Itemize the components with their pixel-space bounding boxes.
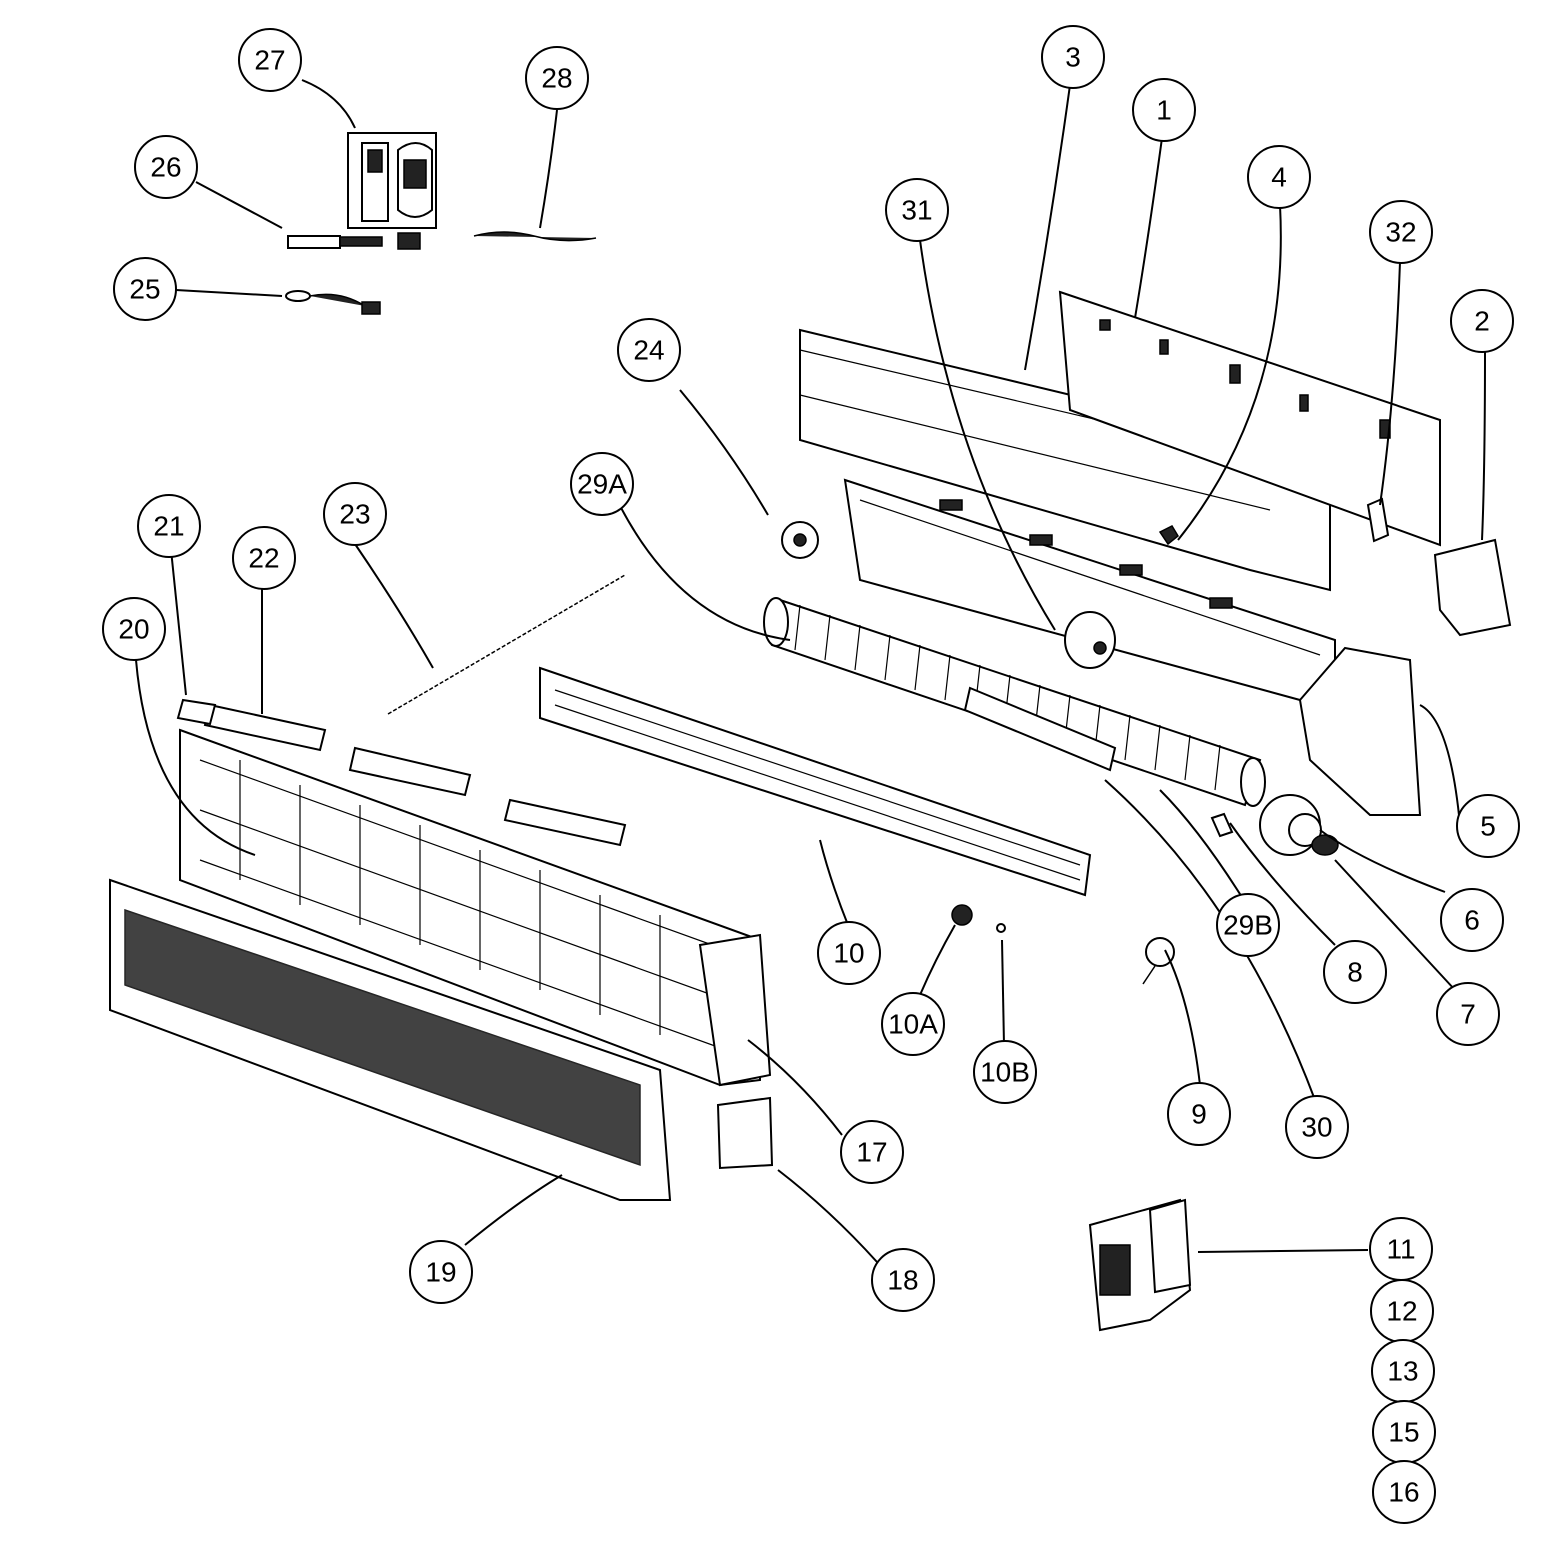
part-26-sensor <box>287 232 421 250</box>
callout-4: 4 <box>1247 145 1311 209</box>
callout-18: 18 <box>871 1248 935 1312</box>
callout-19: 19 <box>409 1240 473 1304</box>
callout-20: 20 <box>102 597 166 661</box>
part-31-center-bearing <box>1064 611 1116 669</box>
svg-text:13: 13 <box>1387 1356 1418 1387</box>
svg-text:31: 31 <box>901 195 932 226</box>
svg-text:32: 32 <box>1385 217 1416 248</box>
svg-text:18: 18 <box>887 1265 918 1296</box>
svg-text:30: 30 <box>1301 1112 1332 1143</box>
svg-text:7: 7 <box>1460 999 1476 1030</box>
callout-2: 2 <box>1450 289 1514 353</box>
svg-text:16: 16 <box>1388 1477 1419 1508</box>
callout-22: 22 <box>232 526 296 590</box>
part-21-filter-tab <box>176 698 217 726</box>
svg-text:26: 26 <box>150 152 181 183</box>
callout-13: 13 <box>1371 1339 1435 1403</box>
svg-text:23: 23 <box>339 499 370 530</box>
part-27-accessory-kit <box>347 132 437 229</box>
callout-8: 8 <box>1323 940 1387 1004</box>
part-11-control-box <box>1088 1198 1192 1332</box>
svg-text:29A: 29A <box>577 469 627 500</box>
svg-text:27: 27 <box>254 45 285 76</box>
part-9-sensor-cap <box>1142 937 1175 985</box>
callout-11: 11 <box>1369 1217 1433 1281</box>
leader-lines <box>135 79 1486 1263</box>
part-29-blower-wheel <box>763 597 1266 807</box>
callout-10b: 10B <box>973 1040 1037 1104</box>
svg-text:2: 2 <box>1474 306 1490 337</box>
callout-1: 1 <box>1132 78 1196 142</box>
part-23-spring-tube <box>387 574 626 715</box>
svg-text:1: 1 <box>1156 95 1172 126</box>
svg-text:10A: 10A <box>888 1009 938 1040</box>
svg-text:19: 19 <box>425 1257 456 1288</box>
part-25-thermistor <box>285 290 381 315</box>
svg-text:5: 5 <box>1480 811 1496 842</box>
callout-32: 32 <box>1369 200 1433 264</box>
callout-6: 6 <box>1440 888 1504 952</box>
part-19-front-panel <box>109 878 672 1201</box>
part-17-side-cover <box>698 933 772 1087</box>
part-20-front-frame <box>179 728 761 1087</box>
callout-10a: 10A <box>881 992 945 1056</box>
part-10b-washer <box>996 923 1006 933</box>
part-2-cover-plate <box>1433 538 1512 637</box>
callout-21: 21 <box>137 494 201 558</box>
callout-29b: 29B <box>1216 893 1280 957</box>
callout-12: 12 <box>1370 1279 1434 1343</box>
callout-27: 27 <box>238 28 302 92</box>
callout-16: 16 <box>1372 1460 1436 1524</box>
part-24-bearing-holder <box>781 521 819 559</box>
svg-text:28: 28 <box>541 63 572 94</box>
svg-text:3: 3 <box>1065 42 1081 73</box>
part-32-bracket <box>1366 497 1390 543</box>
part-10-louver-assembly <box>539 666 1092 897</box>
svg-text:10: 10 <box>833 938 864 969</box>
part-1-mounting-plate <box>1058 290 1441 547</box>
part-10a-knob <box>951 904 973 926</box>
svg-text:21: 21 <box>153 511 184 542</box>
callout-29a: 29A <box>570 452 634 516</box>
svg-text:25: 25 <box>129 274 160 305</box>
part-4-clip <box>1158 525 1179 546</box>
callout-31: 31 <box>885 178 949 242</box>
svg-text:6: 6 <box>1464 905 1480 936</box>
callout-10: 10 <box>817 921 881 985</box>
svg-text:8: 8 <box>1347 957 1363 988</box>
svg-text:10B: 10B <box>980 1057 1030 1088</box>
svg-text:4: 4 <box>1271 162 1287 193</box>
callout-9: 9 <box>1167 1082 1231 1146</box>
callout-15: 15 <box>1372 1400 1436 1464</box>
svg-text:29B: 29B <box>1223 910 1273 941</box>
part-28-cable <box>473 231 597 242</box>
part-22-filter <box>203 703 627 847</box>
part-7-motor-mount <box>1311 834 1339 856</box>
callout-30: 30 <box>1285 1095 1349 1159</box>
callout-3: 3 <box>1041 25 1105 89</box>
callout-24: 24 <box>617 318 681 382</box>
svg-text:9: 9 <box>1191 1099 1207 1130</box>
callout-28: 28 <box>525 46 589 110</box>
svg-text:22: 22 <box>248 543 279 574</box>
svg-text:12: 12 <box>1386 1296 1417 1327</box>
svg-text:20: 20 <box>118 614 149 645</box>
callout-17: 17 <box>840 1120 904 1184</box>
part-18-terminal-cover <box>716 1096 774 1170</box>
callout-26: 26 <box>134 135 198 199</box>
callout-5: 5 <box>1456 794 1520 858</box>
svg-text:17: 17 <box>856 1137 887 1168</box>
svg-text:24: 24 <box>633 335 664 366</box>
svg-text:11: 11 <box>1386 1234 1415 1265</box>
part-8-clip <box>1210 812 1234 838</box>
callout-25: 25 <box>113 257 177 321</box>
callout-7: 7 <box>1436 982 1500 1046</box>
svg-text:15: 15 <box>1388 1417 1419 1448</box>
part-5-side-housing <box>1298 646 1422 816</box>
callout-23: 23 <box>323 482 387 546</box>
part-6-fan-motor <box>1259 794 1322 856</box>
part-30-drain-plate <box>963 686 1117 772</box>
